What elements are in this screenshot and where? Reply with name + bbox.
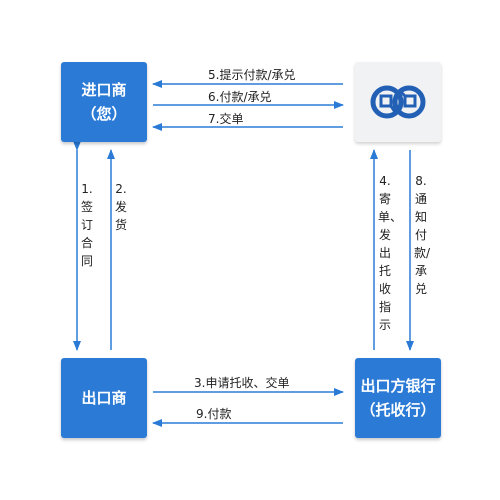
edge-label-7: 7.交单	[208, 112, 244, 126]
edge-label-3: 3.申请托收、交单	[194, 376, 290, 390]
edge-label-8: 8.通知付款/承兑	[414, 174, 431, 296]
bank-title: 出口方银行	[360, 377, 436, 395]
remitting-bank-node: 出口方银行 （托收行）	[355, 358, 441, 438]
collecting-bank-node	[355, 62, 441, 142]
bank-subtitle: （托收行）	[360, 401, 436, 419]
bank-logo-icon	[370, 85, 426, 119]
edge-label-5: 5.提示付款/承兑	[208, 68, 296, 82]
importer-node: 进口商 （您）	[61, 62, 147, 142]
edge-label-9: 9.付款	[196, 407, 232, 421]
importer-subtitle: （您）	[81, 105, 127, 123]
edge-label-6: 6.付款/承兑	[208, 90, 272, 104]
edge-label-1: 1.签订合同	[80, 182, 93, 268]
importer-title: 进口商	[81, 81, 127, 99]
edge-label-4: 4.寄单、发出托收指示	[378, 174, 403, 332]
exporter-node: 出口商	[61, 358, 147, 438]
edge-label-2: 2.发货	[114, 182, 127, 232]
exporter-title: 出口商	[81, 389, 127, 407]
